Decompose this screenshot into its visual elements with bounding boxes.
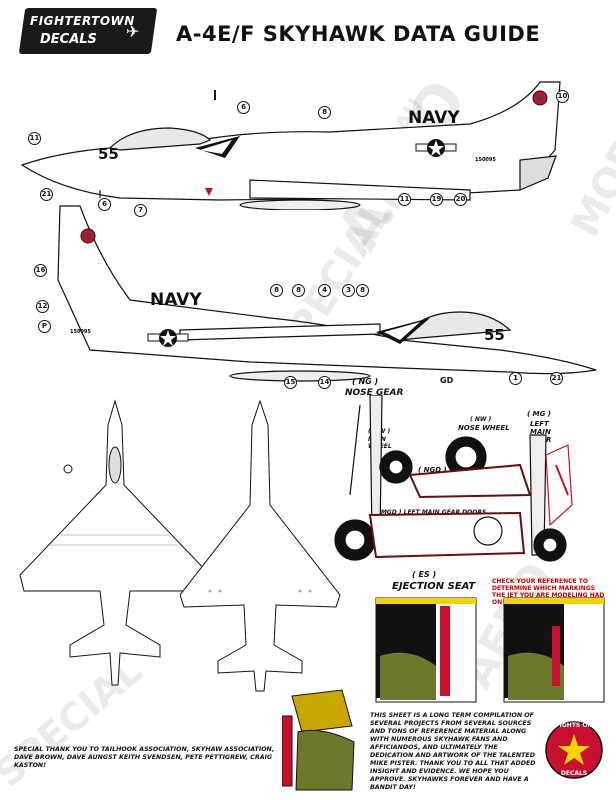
navy-marking: NAVY [408, 108, 460, 128]
ejection-seat-label: EJECTION SEAT [392, 581, 476, 592]
logo-line2: DECALS [40, 32, 97, 47]
main-gear-l2: MAIN [530, 428, 551, 436]
modex-marking: 55 [98, 145, 119, 163]
callout: 3 [342, 284, 355, 297]
callout: 10 [556, 90, 569, 103]
seat-cockpit-illustration [282, 686, 368, 794]
callout: 8 [356, 284, 369, 297]
callout: 21 [550, 372, 563, 385]
nose-wheel-code: ( NW ) [470, 416, 492, 423]
ejection-seat-details [375, 597, 605, 703]
bureau-number: 150095 [70, 329, 91, 335]
callout: 21 [40, 188, 53, 201]
sheet-note: THIS SHEET IS A LONG TERM COMPILATION OF… [370, 712, 536, 791]
callout: 11 [28, 132, 41, 145]
callout: 12 [36, 300, 49, 313]
callout: 20 [454, 193, 467, 206]
modex-marking: 55 [484, 326, 505, 344]
side-profile-top [20, 81, 561, 210]
callout: 4 [318, 284, 331, 297]
fightertown-logo: FIGHTERTOWN DECALS ✈ [18, 8, 158, 60]
callout: 1 [509, 372, 522, 385]
badge-bottom: DECALS [560, 770, 588, 777]
nose-gear-code: ( NG ) [352, 377, 379, 386]
callout: 8 [292, 284, 305, 297]
bureau-number: 150095 [475, 157, 496, 163]
callout: 14 [318, 376, 331, 389]
callout: 8 [270, 284, 283, 297]
callout: 6 [237, 101, 250, 114]
side-profile-bottom [57, 205, 597, 382]
bottom-view [180, 399, 341, 692]
main-gear-doors-label: ( MGD ) LEFT MAIN GEAR DOORS [376, 509, 487, 516]
jet-icon: ✈ [126, 22, 140, 41]
main-gear-code: ( MG ) [527, 410, 551, 418]
thanks-note: SPECIAL THANK YOU TO TAILHOOK ASSOCIATIO… [14, 746, 275, 769]
main-gear-l1: LEFT [530, 420, 549, 428]
callout: 11 [398, 193, 411, 206]
callout: 8 [318, 106, 331, 119]
callout: 16 [34, 264, 47, 277]
page-title: A-4E/F SKYHAWK DATA GUIDE [176, 22, 541, 46]
ejection-seat-code: ( ES ) [412, 570, 437, 579]
nose-wheel-label: NOSE WHEEL [458, 424, 510, 432]
logo-line1: FIGHTERTOWN [30, 14, 135, 28]
nose-gear-label: NOSE GEAR [345, 388, 404, 398]
badge-top: FIGHTS ON [555, 722, 593, 729]
navy-marking: NAVY [150, 290, 202, 310]
callout: 7 [134, 204, 147, 217]
callout: 15 [284, 376, 297, 389]
callout: 6 [98, 198, 111, 211]
fights-on-badge [545, 721, 603, 779]
callout: 19 [430, 193, 443, 206]
landing-gear-details [334, 395, 573, 562]
gd-label: GD [440, 376, 454, 385]
callout: P [38, 320, 51, 333]
